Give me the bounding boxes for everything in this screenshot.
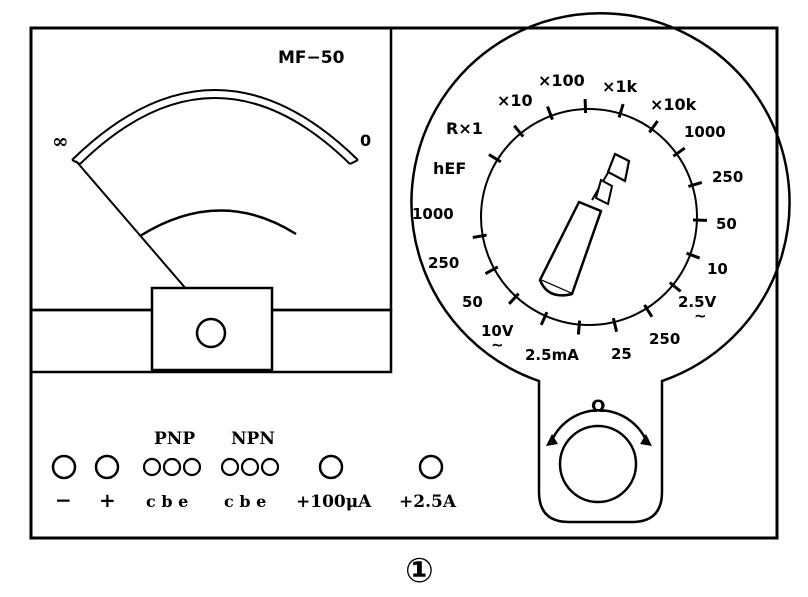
range-label-50v: 50 <box>716 215 737 233</box>
ac-tilde-2-5v: ~ <box>694 307 707 325</box>
dial-plate <box>410 12 791 524</box>
range-tick <box>546 106 554 121</box>
range-label-50-ac: 50 <box>462 293 483 311</box>
model-label: MF−50 <box>278 48 345 68</box>
meter-scale-inner <box>79 97 351 165</box>
pnp-c-socket[interactable] <box>142 457 162 477</box>
amp-jack[interactable] <box>418 454 444 480</box>
meter-scale-outer <box>71 89 359 161</box>
range-tick <box>576 320 582 335</box>
range-label-10v-ac: 10V <box>481 322 514 340</box>
meter-needle <box>75 160 188 291</box>
minus-jack[interactable] <box>51 454 77 480</box>
range-tick <box>672 146 686 158</box>
range-label-2-5v-ac: 2.5V <box>678 293 717 311</box>
ac-tilde-10v: ~ <box>491 336 504 354</box>
pnp-e-socket[interactable] <box>182 457 202 477</box>
range-label-2-5ma: 2.5mA <box>525 346 579 364</box>
amp-label: +2.5A <box>399 492 457 512</box>
range-label-x10k: ×10k <box>650 95 697 114</box>
pnp-label: PNP <box>154 429 195 449</box>
ohm-adjust-label: Ω <box>591 397 605 417</box>
npn-e-socket[interactable] <box>260 457 280 477</box>
range-label-1000-ac: 1000 <box>412 205 454 223</box>
range-label-250v: 250 <box>712 168 743 186</box>
pnp-b-socket[interactable] <box>162 457 182 477</box>
ohm-adjust-knob[interactable] <box>546 409 652 504</box>
range-label-10v: 10 <box>707 260 728 278</box>
meter-window <box>29 26 393 312</box>
range-selector-ring <box>480 108 698 326</box>
range-tick <box>685 251 701 260</box>
range-label-hef: hEF <box>433 159 466 178</box>
range-ticks <box>472 99 707 335</box>
range-selector-knob[interactable] <box>538 152 631 297</box>
ohm-adjust-rotation-arc <box>550 409 648 441</box>
infinity-mark: ∞ <box>52 129 69 153</box>
minus-label: − <box>55 488 72 512</box>
npn-b-socket[interactable] <box>240 457 260 477</box>
range-tick <box>617 103 625 118</box>
range-label-25ma: 25 <box>611 345 632 363</box>
range-tick <box>611 317 619 333</box>
range-tick <box>668 281 682 293</box>
plus-label: + <box>99 488 116 512</box>
range-tick <box>488 153 502 164</box>
range-label-x100: ×100 <box>538 71 585 90</box>
zero-mark: 0 <box>360 131 371 150</box>
range-tick <box>643 304 654 318</box>
range-tick <box>484 265 499 275</box>
range-label-250-ac: 250 <box>428 254 459 272</box>
zero-adjust-knob[interactable] <box>195 317 227 349</box>
range-label-1000v: 1000 <box>684 123 726 141</box>
figure-number: ① <box>405 551 434 591</box>
pnp-cbe-label: c b e <box>146 492 188 511</box>
ua-label: +100μA <box>296 492 372 512</box>
range-tick <box>539 311 549 326</box>
range-label-x10: ×10 <box>497 91 533 110</box>
range-label-250ma: 250 <box>649 330 680 348</box>
range-tick <box>687 180 703 188</box>
range-tick <box>513 124 525 138</box>
ua-jack[interactable] <box>318 454 344 480</box>
npn-c-socket[interactable] <box>220 457 240 477</box>
range-tick <box>472 233 487 239</box>
plus-jack[interactable] <box>94 454 120 480</box>
range-labels: R×1 ×10 ×100 ×1k ×10k 1000 250 50 10 2.5… <box>412 71 743 364</box>
npn-cbe-label: c b e <box>224 492 266 511</box>
range-tick <box>648 120 659 134</box>
range-label-x1k: ×1k <box>602 77 638 96</box>
meter-mirror-arc <box>139 209 297 238</box>
range-label-rx1: R×1 <box>446 119 483 138</box>
range-tick <box>508 292 520 305</box>
npn-label: NPN <box>231 429 275 449</box>
